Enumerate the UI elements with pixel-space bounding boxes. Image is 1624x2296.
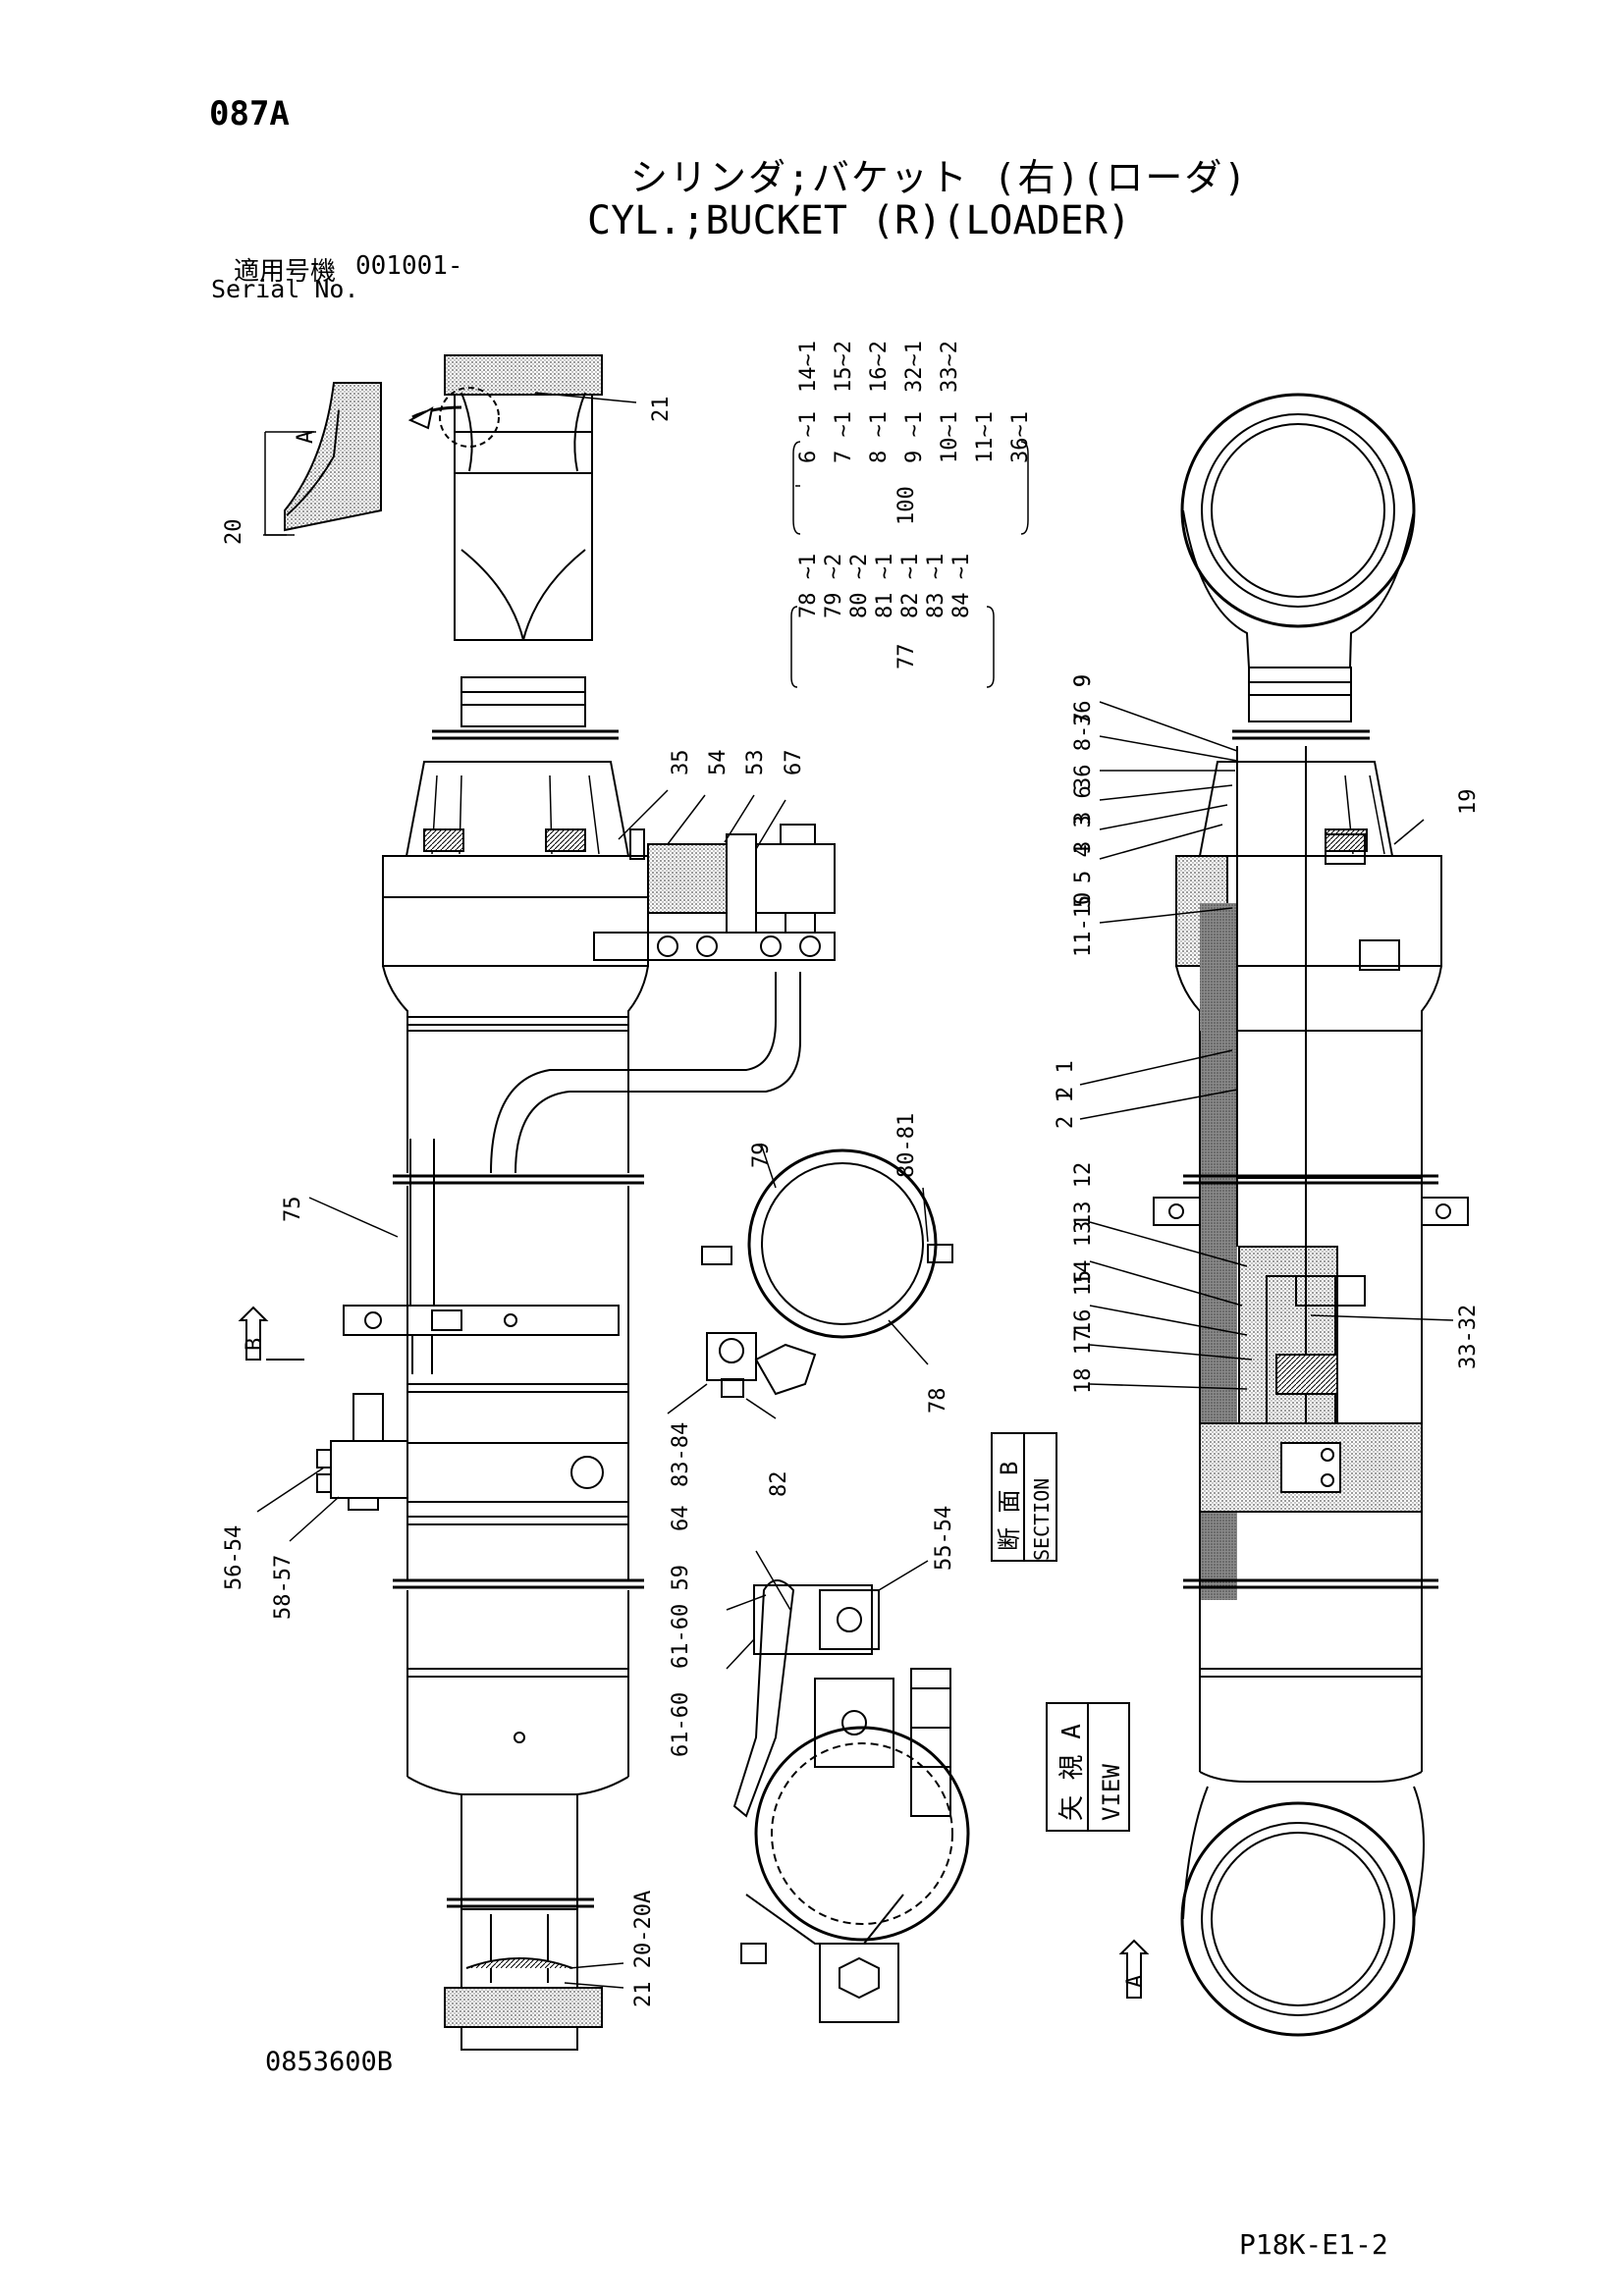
left-cylinder-view (264, 354, 836, 2051)
callout-83-84: 83-84 (669, 1422, 693, 1487)
kit-100-item: 7 ~1 (832, 411, 856, 463)
kit-100-number: 100 (894, 486, 919, 525)
callout-b-arrow: B (243, 1338, 267, 1351)
callout-35: 35 (669, 750, 693, 776)
callout-20: 20 (222, 519, 246, 546)
callout-3-6: 3 6 (1071, 785, 1096, 825)
kit-100-item: 16~2 (867, 341, 892, 393)
section-b-english: SECTION (1030, 1478, 1054, 1561)
kit-100-item: 8 ~1 (867, 411, 892, 463)
callout-5-4: 5 4 (1071, 844, 1096, 883)
callout-53: 53 (743, 750, 768, 776)
serial-number-value: 001001- (355, 251, 463, 281)
kit-100-item: 15~2 (832, 341, 856, 393)
callout-55-54: 55-54 (932, 1506, 956, 1571)
title-english: CYL.;BUCKET (R)(LOADER) (587, 198, 1131, 243)
callout-80-81: 80-81 (894, 1113, 919, 1178)
callout-3-3: 3 3 (1071, 815, 1096, 854)
bracket-detail (732, 1579, 970, 2023)
kit-100-item: 6 ~1 (796, 411, 821, 463)
clamp-detail (701, 1148, 953, 1398)
kit-100-col2: 14~1 15~2 16~2 32~1 33~2 (796, 341, 962, 393)
callout-67: 67 (782, 750, 806, 776)
callout-58-57: 58-57 (271, 1555, 296, 1620)
callout-54: 54 (706, 750, 731, 776)
callout-56-54: 56-54 (222, 1525, 246, 1590)
section-view-boxes (238, 1306, 1150, 1999)
kit-77-item: 78 ~1 (796, 554, 821, 618)
serial-label-japanese: 適用号機 (234, 257, 337, 287)
kit-100-item: 32~1 (902, 341, 927, 393)
callout-13-12: 13 12 (1071, 1162, 1096, 1227)
kit-77-number: 77 (894, 644, 919, 670)
title-japanese: シリンダ;バケット (右)(ローダ) (630, 156, 1249, 199)
callout-5: 5 (1071, 895, 1096, 908)
kit-100-item: 33~2 (938, 341, 962, 393)
callout-64: 64 (669, 1506, 693, 1532)
callout-a-detail: A (294, 431, 318, 444)
section-b-japanese: 断 面 B (996, 1462, 1023, 1551)
kit-braces (790, 441, 1029, 688)
callout-18-17: 18 17 (1071, 1329, 1096, 1394)
callout-16-15: 16 15 (1071, 1270, 1096, 1335)
kit-77-item: 82 ~1 (898, 554, 923, 618)
callout-labels: 21 20 A 35 54 53 67 75 B 56-54 58-57 21 … (222, 341, 1481, 2007)
callout-82: 82 (767, 1471, 791, 1498)
callout-61-60: 61-60 (669, 1692, 693, 1757)
page-code: 087A (209, 94, 290, 133)
kit-77-items: 78 ~1 79 ~2 80 ~2 81 ~1 82 ~1 83 ~1 84 ~… (796, 554, 974, 618)
leader-lines (256, 392, 1454, 1989)
callout-75: 75 (281, 1197, 305, 1223)
kit-100-item: 14~1 (796, 341, 821, 393)
callout-79: 79 (749, 1143, 774, 1169)
callout-36-9: 36 9 (1071, 674, 1096, 726)
callout-61-60-59: 61-60 59 (669, 1565, 693, 1669)
kit-100-col1: 6 ~1 7 ~1 8 ~1 9 ~1 10~1 11~1 36~1 (796, 411, 1033, 463)
kit-77-item: 80 ~2 (847, 554, 872, 618)
kit-100-item: 11~1 (973, 411, 998, 463)
callout-11-10: 11-10 (1071, 892, 1096, 957)
callout-78: 78 (926, 1388, 950, 1415)
callout-14-13: 14 13 (1071, 1221, 1096, 1286)
sheet-number: P18K-E1-2 (1239, 2228, 1388, 2261)
right-section-view (1153, 393, 1469, 2037)
callout-19: 19 (1456, 789, 1481, 816)
kit-100-item: 9 ~1 (902, 411, 927, 463)
callout-33-32: 33-32 (1456, 1305, 1481, 1369)
callout-2-1-b: 2 1 (1054, 1090, 1078, 1129)
view-a-english: VIEW (1098, 1764, 1125, 1821)
kit-77-item: 81 ~1 (873, 554, 897, 618)
callout-21-20-20a: 21 20-20A (631, 1891, 656, 2007)
kit-100-item: 10~1 (938, 411, 962, 463)
kit-77-item: 83 ~1 (924, 554, 948, 618)
kit-77-item: 84 ~1 (949, 554, 974, 618)
callout-9: 9 (1071, 674, 1096, 687)
callout-36-8-7: 36 8-7 (1071, 713, 1096, 790)
drawing-number: 0853600B (265, 2047, 394, 2077)
kit-100-item: 36~1 (1008, 411, 1033, 463)
callout-21-top: 21 (649, 397, 674, 423)
callout-a-arrow: A (1123, 1975, 1148, 1988)
callout-2-1-a: 2 1 (1054, 1060, 1078, 1099)
serial-label-english: Serial No. (211, 275, 359, 303)
kit-77-item: 79 ~2 (822, 554, 846, 618)
view-a-japanese: 矢 視 A (1057, 1724, 1087, 1821)
